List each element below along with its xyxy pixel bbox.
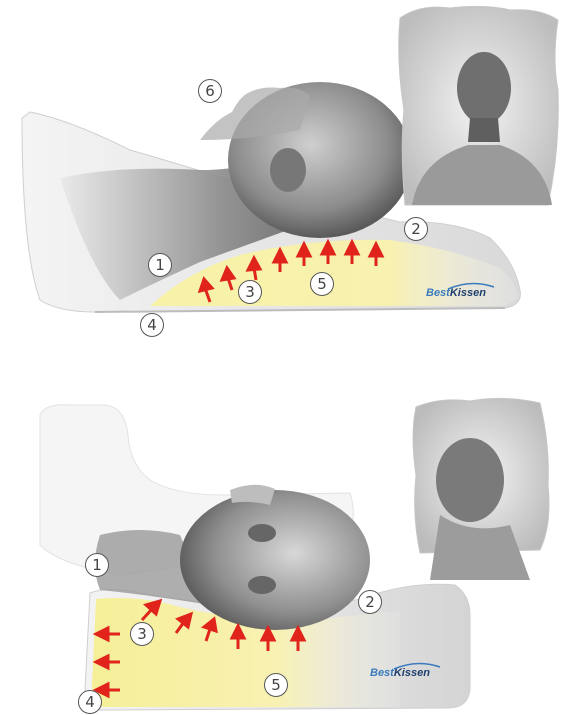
callout-1: 1: [148, 253, 172, 277]
callout-1: 1: [85, 553, 109, 577]
logo-swoosh-icon: [446, 281, 496, 291]
ear: [270, 148, 306, 192]
side-sleeping-illustration: 1 2 3 4 5 BestKissen: [0, 385, 570, 715]
side-view-portrait-icon: [413, 398, 549, 580]
callout-2: 2: [404, 217, 428, 241]
logo-best: Best: [370, 667, 394, 679]
head: [180, 490, 370, 630]
callout-4: 4: [140, 313, 164, 337]
callout-5: 5: [310, 272, 334, 296]
callout-4: 4: [78, 690, 102, 714]
side-sleeping-drawing: [0, 385, 570, 715]
callout-3: 3: [130, 622, 154, 646]
callout-2: 2: [358, 590, 382, 614]
callout-6: 6: [198, 79, 222, 103]
callout-5: 5: [264, 673, 288, 697]
logo-swoosh-icon: [392, 661, 442, 671]
front-view-portrait-icon: [399, 6, 559, 205]
callout-3: 3: [238, 280, 262, 304]
back-sleeping-illustration: 6 1 2 3 5 4 BestKissen: [0, 0, 570, 345]
